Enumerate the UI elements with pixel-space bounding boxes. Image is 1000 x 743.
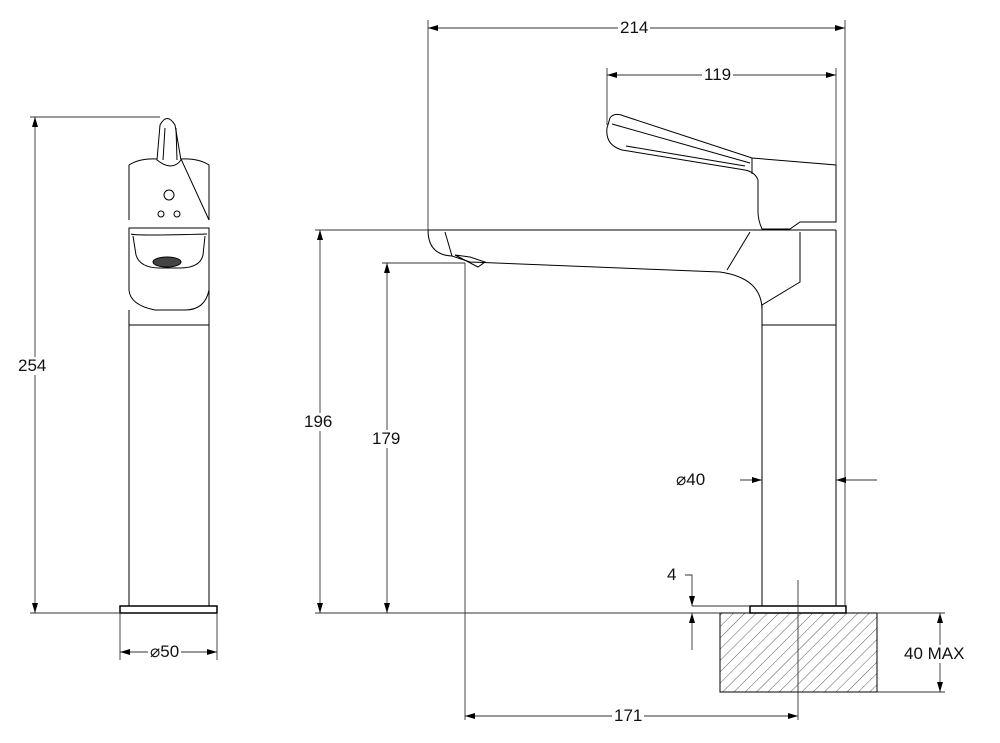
dim-lever-length: 119 (702, 65, 734, 84)
dim-counter-thickness: 40 MAX (902, 644, 967, 663)
dim-spout-reach: 171 (612, 706, 645, 725)
side-spout (427, 229, 836, 311)
front-handle-head (128, 158, 210, 221)
front-spout-body (128, 227, 210, 311)
front-indicator-hole (163, 189, 175, 201)
side-lever (606, 113, 837, 230)
dim-total-length: 214 (618, 18, 651, 37)
dim-base-plate-thickness: 4 (665, 565, 679, 584)
front-lever (156, 118, 182, 167)
front-view (119, 118, 218, 614)
counter-section (719, 612, 878, 693)
side-view (427, 113, 878, 720)
dim-base-diameter: ⌀50 (148, 642, 182, 661)
front-base-plate (119, 605, 218, 614)
aerator-icon (152, 256, 182, 268)
dim-spout-top-height: 196 (302, 412, 335, 431)
dim-total-height: 254 (16, 356, 49, 375)
dim-spout-outlet-height: 179 (370, 429, 403, 448)
front-column (128, 324, 210, 607)
dim-body-diameter: ⌀40 (674, 470, 708, 489)
